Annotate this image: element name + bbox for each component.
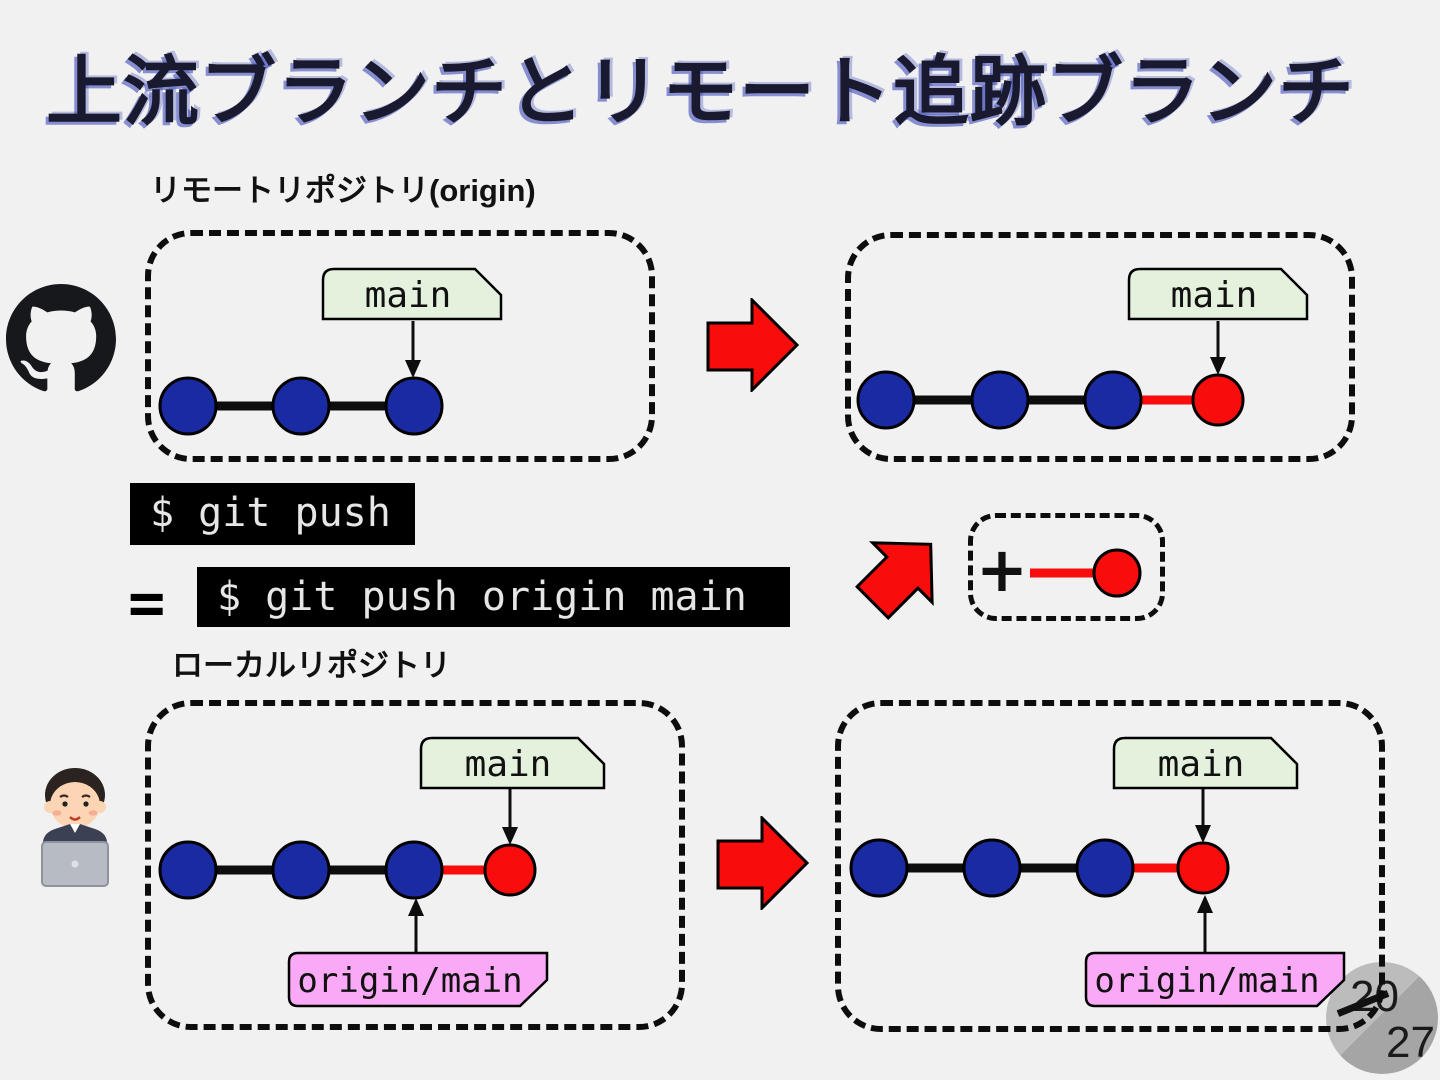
remote-repo-label: リモートリポジトリ(origin) (150, 173, 536, 208)
local-after-graph: main origin/main (849, 736, 1346, 1008)
commit-node (271, 376, 331, 436)
branch-label-text: main (1171, 275, 1258, 316)
remote-after-graph: main (856, 267, 1309, 430)
commit-node-new (483, 843, 537, 897)
commit-node (856, 370, 916, 430)
github-octocat-glyph (6, 284, 116, 392)
developer-illustration (41, 768, 109, 887)
developer-icon (25, 755, 125, 890)
commit-node-new (1092, 548, 1142, 598)
arrow-up-right-icon (855, 541, 934, 620)
branch-label-shape (1127, 267, 1309, 321)
commit-node (271, 840, 331, 900)
branch-label-text: origin/main (297, 961, 522, 1001)
branch-label-text: main (365, 275, 452, 316)
local-repo-label: ローカルリポジトリ (172, 648, 451, 683)
page-title: 上流ブランチとリモート追跡ブランチ (46, 47, 1355, 136)
remote-before-graph: main (158, 267, 503, 436)
branch-label-shape (321, 267, 503, 321)
branch-label-origin-main: origin/main (287, 951, 549, 1008)
commit-node (849, 838, 909, 898)
commit-node (962, 838, 1022, 898)
plus-sign: + (976, 533, 1028, 606)
branch-label-shape (1084, 951, 1346, 1008)
git-push-full-command: $ git push origin main (197, 567, 790, 627)
equals-sign: = (128, 566, 166, 639)
remote-repo-before-box: main (145, 230, 655, 462)
tracking-pointer-arrowhead (1197, 895, 1213, 913)
commit-node (384, 376, 444, 436)
commit-node-new (1176, 841, 1230, 895)
new-commit-legend-graph: + (976, 533, 1142, 606)
new-commit-legend-box: + (968, 513, 1165, 621)
tracking-pointer-arrowhead (408, 898, 424, 916)
branch-label-main: main (321, 267, 503, 321)
github-icon (6, 284, 116, 394)
remote-repo-after-box: main (845, 232, 1355, 462)
commit-node (1075, 838, 1135, 898)
commit-node (1083, 370, 1143, 430)
page-total: 27 (1386, 1018, 1435, 1067)
commit-node (970, 370, 1030, 430)
branch-label-shape (287, 951, 549, 1008)
local-repo-before-box: main origin/main (145, 700, 685, 1030)
branch-label-shape (1112, 736, 1299, 790)
local-repo-after-box: main origin/main (835, 700, 1385, 1032)
branch-label-main: main (1112, 736, 1299, 790)
branch-pointer-arrowhead (405, 360, 421, 378)
branch-label-text: main (465, 744, 552, 785)
commit-node (158, 376, 218, 436)
arrow-right-icon (716, 816, 810, 910)
branch-pointer-arrowhead (502, 827, 518, 845)
arrow-right-icon (706, 298, 800, 392)
branch-label-text: main (1158, 744, 1245, 785)
branch-pointer-arrowhead (1195, 825, 1211, 843)
git-push-command: $ git push (130, 483, 415, 545)
branch-label-origin-main: origin/main (1084, 951, 1346, 1008)
branch-pointer-arrowhead (1210, 357, 1226, 375)
branch-label-main: main (1127, 267, 1309, 321)
branch-label-main: main (419, 736, 606, 790)
commit-node (158, 840, 218, 900)
branch-label-shape (419, 736, 606, 790)
commit-node (384, 840, 444, 900)
branch-label-text: origin/main (1094, 961, 1319, 1001)
local-before-graph: main origin/main (158, 736, 606, 1008)
commit-node-new (1191, 373, 1245, 427)
